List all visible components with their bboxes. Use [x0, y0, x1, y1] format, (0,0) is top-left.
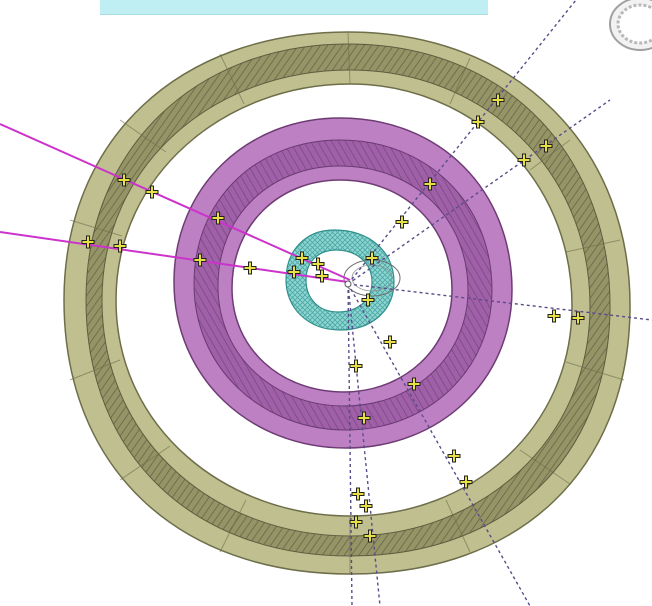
inner-tracker-ring — [285, 229, 401, 331]
partial-ring-icon — [609, 0, 652, 51]
middle-calorimeter-ring — [173, 117, 513, 449]
dashed-tracks — [347, 0, 652, 606]
outer-calorimeter-ring — [63, 31, 631, 575]
crosshair-icon — [81, 93, 585, 543]
top-toolbar-strip — [100, 0, 488, 15]
vertex-point — [344, 280, 352, 288]
